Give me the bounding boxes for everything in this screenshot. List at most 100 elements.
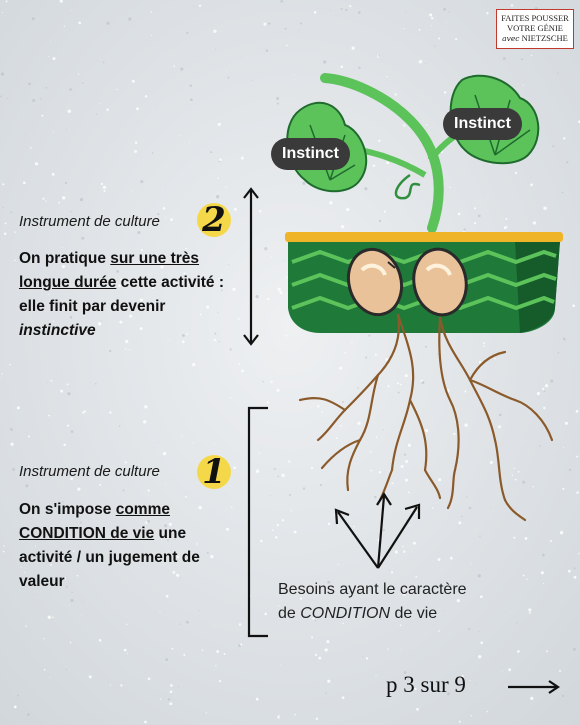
snow-speck bbox=[81, 236, 85, 240]
snow-speck bbox=[144, 720, 147, 724]
snow-speck bbox=[199, 313, 202, 316]
snow-speck bbox=[201, 649, 204, 652]
section-1-text-1: On s'impose bbox=[19, 501, 116, 518]
snow-speck bbox=[490, 507, 492, 509]
snow-speck bbox=[285, 334, 288, 337]
snow-speck bbox=[478, 630, 480, 632]
snow-speck bbox=[130, 111, 132, 113]
snow-speck bbox=[2, 550, 5, 553]
snow-speck bbox=[575, 409, 579, 413]
snow-speck bbox=[368, 334, 371, 337]
snow-speck bbox=[169, 702, 173, 706]
snow-speck bbox=[416, 708, 419, 711]
snow-speck bbox=[218, 340, 221, 343]
snow-speck bbox=[366, 607, 368, 609]
snow-speck bbox=[382, 429, 384, 431]
caption-line-2-italic: CONDITION bbox=[300, 605, 391, 622]
snow-speck bbox=[43, 356, 45, 358]
snow-speck bbox=[578, 552, 580, 555]
snow-speck bbox=[123, 648, 127, 652]
caption-line-1: Besoins ayant le caractère bbox=[278, 581, 467, 598]
snow-speck bbox=[479, 535, 481, 537]
snow-speck bbox=[396, 382, 399, 385]
snow-speck bbox=[226, 527, 229, 531]
snow-speck bbox=[302, 181, 306, 185]
snow-speck bbox=[4, 222, 7, 225]
snow-speck bbox=[403, 593, 406, 596]
snow-speck bbox=[340, 65, 344, 69]
snow-speck bbox=[5, 0, 8, 3]
snow-speck bbox=[455, 38, 458, 41]
snow-speck bbox=[1, 11, 4, 14]
snow-speck bbox=[225, 493, 226, 495]
snow-speck bbox=[375, 674, 377, 676]
snow-speck bbox=[228, 264, 230, 266]
snow-speck bbox=[358, 66, 361, 70]
snow-speck bbox=[276, 388, 280, 392]
snow-speck bbox=[188, 141, 190, 143]
snow-speck bbox=[370, 451, 372, 453]
snow-speck bbox=[442, 610, 444, 612]
snow-speck bbox=[70, 9, 71, 11]
logo-line-2: VOTRE GÉNIE bbox=[507, 23, 563, 33]
snow-speck bbox=[13, 705, 17, 709]
snow-speck bbox=[453, 432, 456, 436]
snow-speck bbox=[52, 131, 54, 133]
snow-speck bbox=[470, 715, 472, 717]
snow-speck bbox=[346, 208, 350, 212]
snow-speck bbox=[192, 216, 194, 218]
snow-speck bbox=[69, 315, 73, 319]
snow-speck bbox=[276, 523, 280, 527]
snow-speck bbox=[98, 189, 99, 191]
snow-speck bbox=[314, 653, 318, 657]
snow-speck bbox=[279, 716, 281, 718]
snow-speck bbox=[405, 478, 408, 482]
snow-speck bbox=[278, 605, 280, 607]
snow-speck bbox=[3, 545, 5, 547]
snow-speck bbox=[164, 524, 168, 528]
snow-speck bbox=[414, 687, 417, 691]
snow-speck bbox=[127, 653, 129, 655]
snow-speck bbox=[107, 31, 109, 33]
snow-speck bbox=[339, 366, 343, 370]
snow-speck bbox=[186, 333, 188, 335]
snow-speck bbox=[247, 55, 249, 57]
snow-speck bbox=[125, 339, 129, 344]
snow-speck bbox=[403, 671, 407, 674]
snow-speck bbox=[299, 22, 302, 25]
snow-speck bbox=[295, 79, 297, 81]
snow-speck bbox=[186, 31, 189, 34]
snow-speck bbox=[470, 562, 472, 564]
snow-speck bbox=[238, 644, 241, 648]
snow-speck bbox=[218, 160, 221, 163]
double-arrow-section-2 bbox=[243, 187, 259, 346]
page-indicator[interactable]: p 3 sur 9 bbox=[386, 672, 466, 697]
snow-speck bbox=[238, 623, 242, 626]
snow-speck bbox=[382, 529, 386, 532]
snow-speck bbox=[557, 352, 560, 354]
snow-speck bbox=[168, 338, 170, 340]
snow-speck bbox=[412, 541, 416, 545]
snow-speck bbox=[264, 612, 267, 616]
snow-speck bbox=[528, 608, 532, 612]
snow-speck bbox=[114, 305, 118, 309]
snow-speck bbox=[28, 435, 30, 438]
snow-speck bbox=[549, 539, 552, 543]
snow-speck bbox=[542, 553, 545, 557]
snow-speck bbox=[438, 478, 442, 482]
snow-speck bbox=[128, 17, 132, 21]
snow-speck bbox=[280, 0, 284, 3]
snow-speck bbox=[102, 185, 107, 189]
tendril bbox=[394, 173, 421, 200]
snow-speck bbox=[95, 383, 97, 385]
snow-speck bbox=[215, 48, 217, 50]
snow-speck bbox=[140, 180, 144, 184]
snow-speck bbox=[1, 373, 3, 375]
snow-speck bbox=[217, 311, 219, 313]
snow-speck bbox=[225, 186, 227, 189]
snow-speck bbox=[157, 441, 159, 443]
snow-speck bbox=[134, 150, 138, 153]
snow-speck bbox=[251, 79, 253, 82]
snow-speck bbox=[125, 348, 127, 350]
snow-speck bbox=[9, 364, 11, 366]
